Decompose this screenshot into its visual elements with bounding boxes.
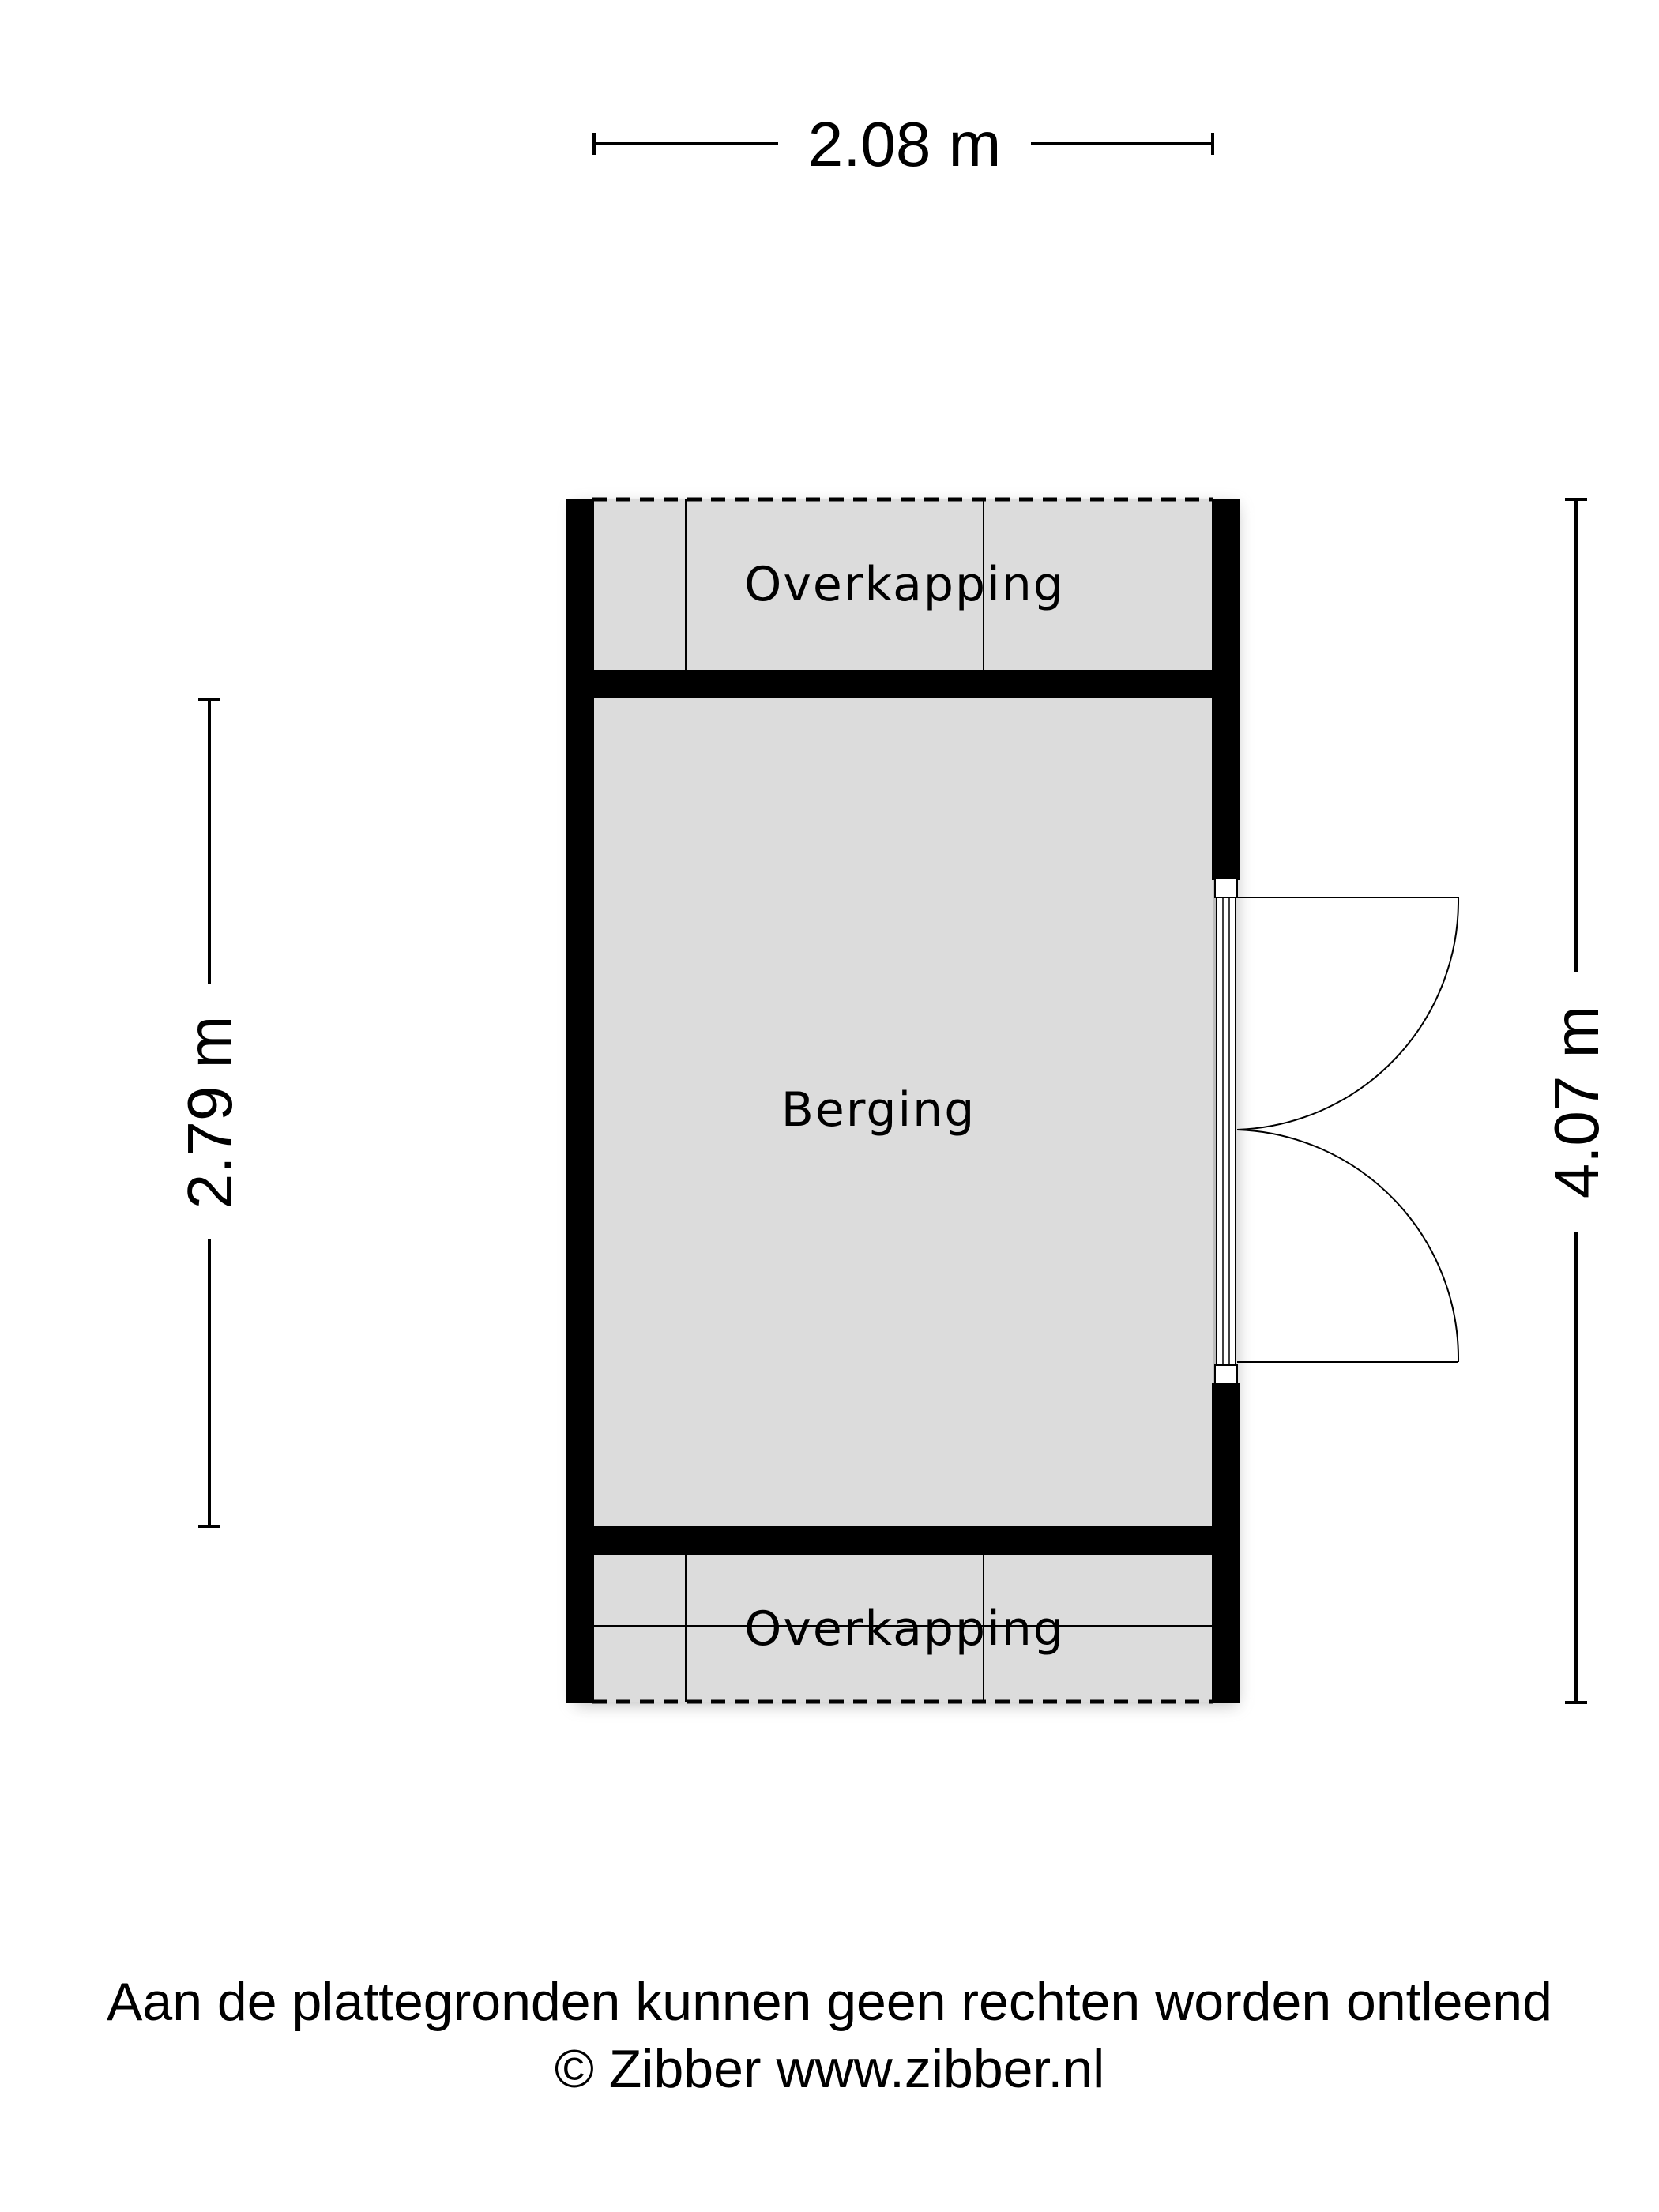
top-dimension: 2.08 m bbox=[592, 109, 1214, 179]
storage-label: Berging bbox=[781, 1082, 976, 1138]
left-dimension: 2.79 m bbox=[175, 698, 245, 1528]
walls bbox=[566, 499, 1240, 1703]
right-dimension: 4.07 m bbox=[1541, 498, 1612, 1704]
bottom-canopy bbox=[592, 1555, 1213, 1704]
bottom-canopy-label: Overkapping bbox=[744, 1601, 1065, 1657]
footer-disclaimer: Aan de plattegronden kunnen geen rechten… bbox=[107, 1972, 1552, 2032]
footer-copyright: © Zibber www.zibber.nl bbox=[554, 2039, 1105, 2099]
left-dimension-label: 2.79 m bbox=[175, 1016, 245, 1209]
double-door bbox=[1214, 878, 1460, 1385]
top-canopy bbox=[592, 497, 1213, 670]
top-canopy-label: Overkapping bbox=[744, 557, 1065, 612]
right-dimension-label: 4.07 m bbox=[1541, 1006, 1612, 1199]
storage-room bbox=[592, 698, 1213, 1526]
top-dimension-label: 2.08 m bbox=[808, 109, 1002, 179]
